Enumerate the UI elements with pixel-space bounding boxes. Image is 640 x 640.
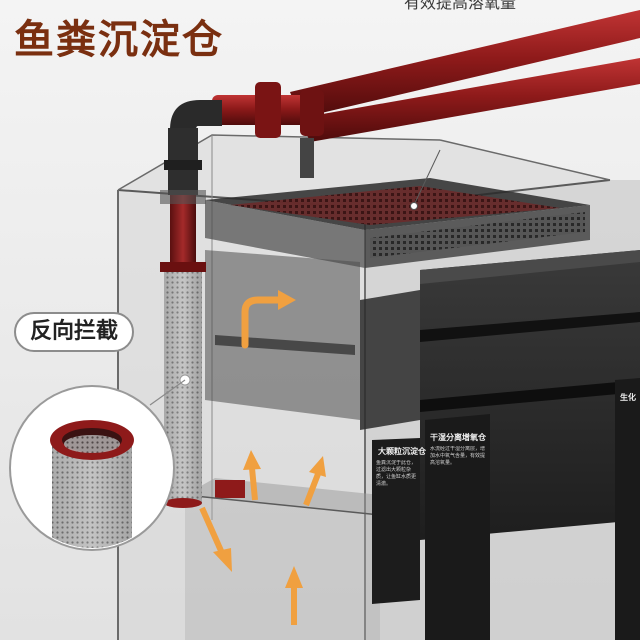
top-tray — [205, 178, 590, 268]
strainer-zoom — [9, 385, 175, 551]
reverse-intercept-callout: 反向拦截 — [14, 312, 135, 352]
bio-label: 生化 — [620, 393, 636, 402]
dry-wet-text: 水流经过干湿分离层，增加水中氧气含量，有效提高溶氧量。 — [430, 446, 486, 466]
arrow-up-icon — [278, 290, 296, 310]
right-panels — [372, 378, 640, 640]
page-title: 鱼粪沉淀仓 — [14, 17, 224, 63]
large-particle-text: 鱼粪沉淀于此仓，过滤出大颗粒杂质，让鱼缸水质更清澈。 — [376, 460, 416, 487]
dry-wet-label: 干湿分离增氧仓 — [430, 433, 486, 442]
large-particle-label: 大颗粒沉淀仓 — [378, 447, 426, 456]
flow-arrows — [199, 290, 326, 625]
note-pointer-dot — [410, 202, 418, 210]
red-pipes — [160, 10, 640, 265]
note-pointer — [413, 149, 441, 206]
arrow-down-icon — [199, 506, 232, 572]
arrow-up-icon — [241, 296, 284, 349]
arrow-up-icon — [243, 450, 261, 501]
lower-chamber — [184, 478, 390, 640]
inner-chambers — [205, 250, 640, 540]
oxygen-note: 有效提高溶氧量 — [404, 0, 517, 12]
arrow-up-icon — [303, 456, 326, 507]
arrow-up-icon — [285, 566, 303, 625]
